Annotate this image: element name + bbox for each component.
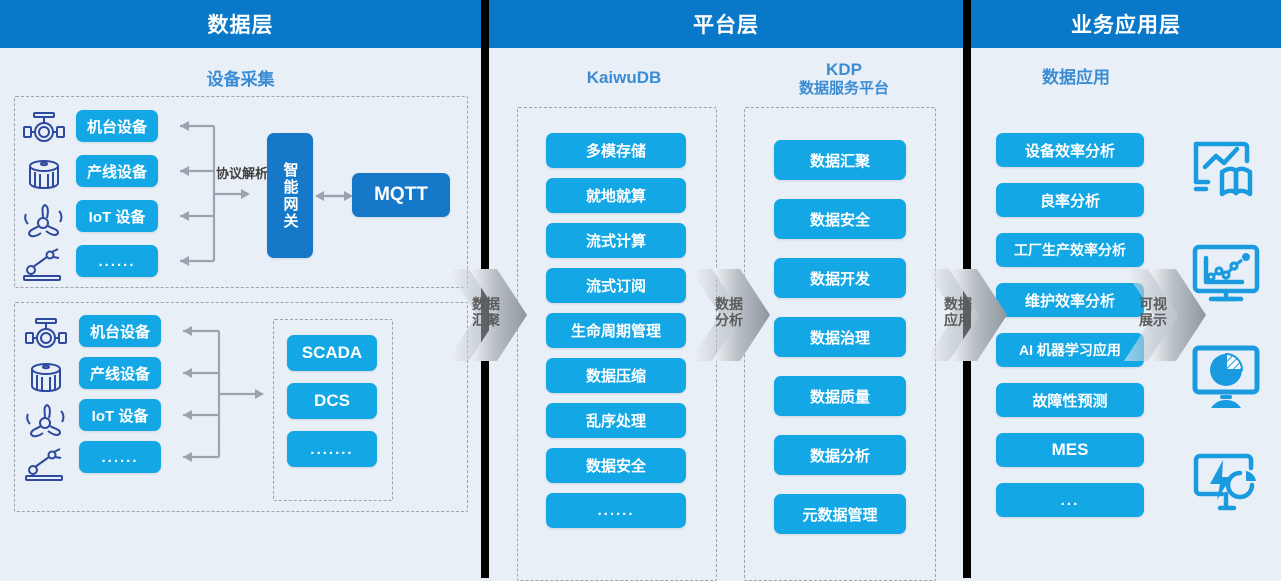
turbine-icon-2 bbox=[22, 402, 68, 447]
device-chip-bottom-1[interactable]: 机台设备 bbox=[79, 315, 161, 347]
tank-icon-2 bbox=[26, 360, 66, 403]
section-title-kdp: KDP 数据服务平台 bbox=[744, 60, 944, 98]
system-chip-other[interactable]: ....... bbox=[287, 431, 377, 467]
device-chip-bottom-4[interactable]: ...... bbox=[79, 441, 161, 473]
flow-arrow-3-label: 数据 应用 bbox=[944, 296, 972, 328]
kaiwudb-item-3[interactable]: 流式计算 bbox=[546, 223, 686, 258]
report-chart-icon bbox=[1189, 134, 1263, 209]
column-data-layer: 数据层 设备采集 bbox=[0, 0, 481, 578]
turbine-icon bbox=[20, 202, 66, 247]
flow-arrow-4-label: 可视 展示 bbox=[1139, 296, 1167, 328]
biz-item-8[interactable]: ... bbox=[996, 483, 1144, 517]
column-body-platform-layer: KaiwuDB 多模存储 就地就算 流式计算 流式订阅 生命周期管理 数据压缩 … bbox=[489, 54, 963, 581]
section-title-data-application: 数据应用 bbox=[1042, 68, 1110, 87]
monitor-energy-icon bbox=[1189, 446, 1263, 523]
column-business-layer: 业务应用层 数据应用 设备效率分析 良率分析 工厂生产效率分析 维护效率分析 A… bbox=[971, 0, 1281, 578]
column-header-business-layer: 业务应用层 bbox=[971, 0, 1281, 48]
kaiwudb-item-2[interactable]: 就地就算 bbox=[546, 178, 686, 213]
kdp-item-4[interactable]: 数据治理 bbox=[774, 317, 906, 357]
section-title-device-collection: 设备采集 bbox=[206, 70, 275, 89]
device-group-top-container bbox=[14, 96, 468, 288]
biz-item-3[interactable]: 工厂生产效率分析 bbox=[996, 233, 1144, 267]
section-title-kaiwudb: KaiwuDB bbox=[586, 68, 662, 87]
flow-arrow-4-line2: 展示 bbox=[1139, 312, 1167, 329]
systems-group-container bbox=[273, 319, 393, 501]
protocol-parse-label: 协议解析 bbox=[216, 166, 268, 182]
biz-item-7[interactable]: MES bbox=[996, 433, 1144, 467]
gateway-mqtt-connector bbox=[313, 187, 355, 205]
monitor-pie-chart-icon bbox=[1189, 342, 1263, 419]
smart-gateway-label: 智能网关 bbox=[281, 161, 299, 230]
kdp-item-5[interactable]: 数据质量 bbox=[774, 376, 906, 416]
device-chip-bottom-2[interactable]: 产线设备 bbox=[79, 357, 161, 389]
biz-item-6[interactable]: 故障性预测 bbox=[996, 383, 1144, 417]
device-chip-top-1[interactable]: 机台设备 bbox=[76, 110, 158, 142]
valve-icon-2 bbox=[24, 316, 68, 359]
valve-icon bbox=[22, 110, 66, 153]
kdp-item-6[interactable]: 数据分析 bbox=[774, 435, 906, 475]
mqtt-chip[interactable]: MQTT bbox=[352, 173, 450, 217]
flow-arrow-1-line2: 汇聚 bbox=[472, 312, 500, 329]
biz-item-1[interactable]: 设备效率分析 bbox=[996, 133, 1144, 167]
flow-arrow-2-line1: 数据 bbox=[715, 296, 743, 312]
device-group-bottom-container bbox=[14, 302, 468, 512]
kdp-title-line1: KDP bbox=[826, 60, 862, 79]
biz-item-4[interactable]: 维护效率分析 bbox=[996, 283, 1144, 317]
smart-gateway-chip[interactable]: 智能网关 bbox=[267, 133, 313, 258]
flow-arrow-2-label: 数据 分析 bbox=[715, 296, 743, 328]
flow-arrow-3-line2: 应用 bbox=[944, 312, 972, 329]
kaiwudb-item-8[interactable]: 数据安全 bbox=[546, 448, 686, 483]
kdp-item-7[interactable]: 元数据管理 bbox=[774, 494, 906, 534]
kaiwudb-item-6[interactable]: 数据压缩 bbox=[546, 358, 686, 393]
protocol-parse-text: 协议解析 bbox=[216, 166, 269, 181]
kaiwudb-item-9[interactable]: ...... bbox=[546, 493, 686, 528]
column-body-data-layer: 设备采集 bbox=[0, 54, 481, 578]
flow-arrow-4-line1: 可视 bbox=[1139, 296, 1167, 312]
device-chip-top-3[interactable]: IoT 设备 bbox=[76, 200, 158, 232]
device-to-gateway-connector bbox=[158, 110, 268, 290]
tank-icon bbox=[24, 157, 64, 200]
kdp-item-3[interactable]: 数据开发 bbox=[774, 258, 906, 298]
device-to-systems-connector bbox=[161, 315, 281, 485]
kaiwudb-item-7[interactable]: 乱序处理 bbox=[546, 403, 686, 438]
kdp-item-2[interactable]: 数据安全 bbox=[774, 199, 906, 239]
biz-item-2[interactable]: 良率分析 bbox=[996, 183, 1144, 217]
flow-arrow-2 bbox=[690, 255, 776, 375]
kaiwudb-item-5[interactable]: 生命周期管理 bbox=[546, 313, 686, 348]
kdp-title-line2: 数据服务平台 bbox=[798, 80, 889, 98]
system-chip-scada[interactable]: SCADA bbox=[287, 335, 377, 371]
column-header-data-layer: 数据层 bbox=[0, 0, 481, 48]
device-chip-top-4[interactable]: ...... bbox=[76, 245, 158, 277]
kdp-item-1[interactable]: 数据汇聚 bbox=[774, 140, 906, 180]
monitor-line-chart-icon bbox=[1189, 239, 1263, 316]
flow-arrow-1 bbox=[447, 255, 533, 375]
device-chip-bottom-3[interactable]: IoT 设备 bbox=[79, 399, 161, 431]
biz-item-5[interactable]: AI 机器学习应用 bbox=[996, 333, 1144, 367]
flow-arrow-3-line1: 数据 bbox=[944, 296, 972, 312]
flow-arrow-2-line2: 分析 bbox=[715, 312, 743, 329]
column-body-business-layer: 数据应用 设备效率分析 良率分析 工厂生产效率分析 维护效率分析 AI 机器学习… bbox=[971, 54, 1281, 578]
flow-arrow-3 bbox=[925, 255, 1015, 375]
flow-arrow-4 bbox=[1124, 255, 1214, 375]
kaiwudb-item-1[interactable]: 多模存储 bbox=[546, 133, 686, 168]
system-chip-dcs[interactable]: DCS bbox=[287, 383, 377, 419]
kaiwudb-item-4[interactable]: 流式订阅 bbox=[546, 268, 686, 303]
column-header-platform-layer: 平台层 bbox=[489, 0, 963, 48]
flow-arrow-1-line1: 数据 bbox=[472, 296, 500, 312]
robot-arm-icon bbox=[20, 246, 66, 289]
device-chip-top-2[interactable]: 产线设备 bbox=[76, 155, 158, 187]
robot-arm-icon-2 bbox=[22, 446, 68, 489]
flow-arrow-1-label: 数据 汇聚 bbox=[472, 296, 500, 328]
